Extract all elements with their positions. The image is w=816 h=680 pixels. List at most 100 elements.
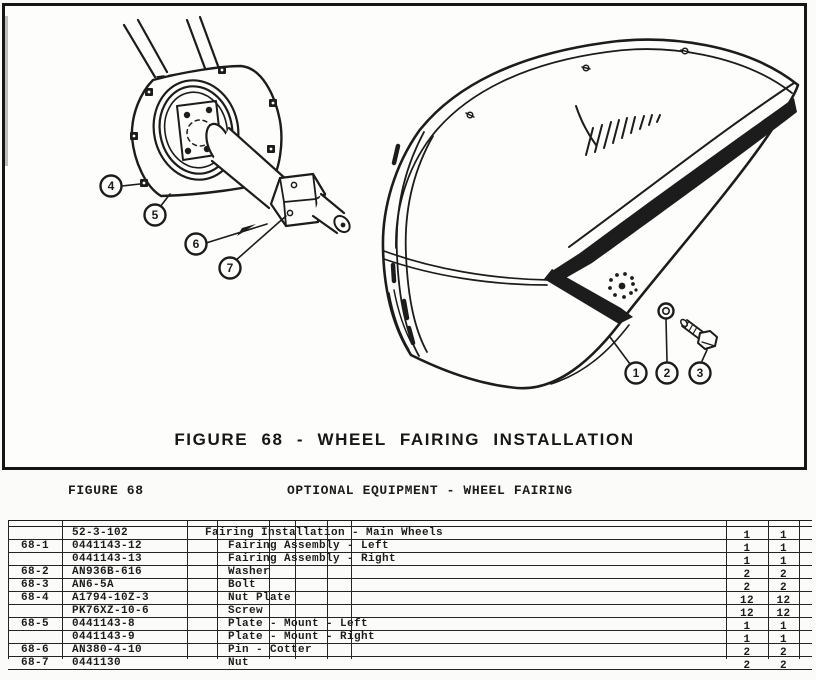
stripe-upper-band — [552, 98, 797, 279]
cell-qty-a: 1 — [743, 556, 751, 568]
cell-part-number: 0441143-9 — [72, 631, 136, 643]
table-rule-indent-4 — [327, 521, 328, 659]
cell-part-number: AN380-4-10 — [72, 644, 143, 656]
cell-qty-b: 12 — [776, 595, 791, 607]
hex-hole-side — [286, 209, 294, 217]
cell-qty-a: 2 — [743, 582, 751, 594]
cell-description: Nut — [228, 657, 250, 669]
cell-item: 68-5 — [20, 618, 49, 630]
axle-shaft — [210, 126, 289, 210]
screw-arrowhead — [237, 224, 256, 236]
cell-qty-b: 2 — [779, 582, 787, 594]
figure-reference: FIGURE 68 — [68, 483, 144, 498]
hex-hole-top — [290, 181, 298, 189]
cell-qty-b: 2 — [779, 647, 787, 659]
opening-ring-mid — [158, 85, 234, 175]
cell-qty-b: 1 — [779, 621, 787, 633]
svg-text:4: 4 — [108, 179, 115, 193]
table-row: 68-1 0441143-12 Fairing Assembly - Left … — [8, 540, 812, 555]
table-rule-item — [62, 521, 63, 659]
leader-5 — [159, 193, 171, 208]
callout-3: 3 — [688, 361, 712, 385]
callout-1: 1 — [624, 361, 648, 385]
table-row: PK76XZ-10-6 Screw 12 12 — [8, 605, 812, 620]
leader-7 — [234, 215, 287, 262]
table-row: 68-4 A1794-10Z-3 Nut Plate 12 12 — [8, 592, 812, 607]
table-row: 68-5 0441143-8 Plate - Mount - Left 1 1 — [8, 618, 812, 633]
opening-ring-outer — [152, 79, 240, 181]
svg-text:3: 3 — [697, 366, 704, 380]
cell-qty-a: 2 — [743, 647, 751, 659]
cell-item: 68-4 — [20, 592, 49, 604]
svg-text:6: 6 — [193, 237, 200, 251]
table-top-double-rule — [8, 525, 812, 527]
callout-4: 4 — [99, 174, 123, 198]
cell-description: Plate - Mount - Left — [228, 618, 369, 630]
cell-qty-b: 2 — [779, 569, 787, 581]
axle-stub — [311, 192, 346, 235]
cell-part-number: 0441130 — [72, 657, 122, 669]
rim-inner-line — [395, 48, 793, 249]
cell-description: Screw — [228, 605, 264, 617]
opening-ring-inner — [163, 91, 229, 169]
table-rule-indent-1 — [217, 521, 218, 659]
cell-qty-a: 1 — [743, 634, 751, 646]
cell-part-number: 0441143-12 — [72, 540, 143, 552]
cell-qty-a: 1 — [743, 530, 751, 542]
table-rule-qty-b — [768, 521, 769, 659]
table-rule-qty-a — [726, 521, 727, 659]
table-row: 68-7 0441130 Nut 2 2 — [8, 657, 812, 672]
leader-1 — [609, 336, 631, 365]
bolt — [679, 318, 718, 350]
callout-5: 5 — [143, 203, 167, 227]
table-row: 52-3-102 Fairing Installation - Main Whe… — [8, 527, 812, 542]
cell-item: 68-3 — [20, 579, 49, 591]
stub-hole — [340, 222, 346, 228]
bottom-inner-line — [550, 324, 630, 385]
cell-qty-a: 12 — [739, 595, 754, 607]
callout-2: 2 — [655, 361, 679, 385]
table-row: 68-3 AN6-5A Bolt 2 2 — [8, 579, 812, 594]
table-row: 68-2 AN936B-616 Washer 2 2 — [8, 566, 812, 581]
cell-item: 68-6 — [20, 644, 49, 656]
axle-assembly-drawing — [121, 15, 351, 262]
cell-description: Bolt — [228, 579, 257, 591]
cell-part-number: AN6-5A — [72, 579, 115, 591]
washer — [657, 302, 675, 320]
cell-qty-b: 1 — [779, 543, 787, 555]
fairing-outline — [381, 38, 800, 390]
cell-description: Nut Plate — [228, 592, 292, 604]
cell-part-number: 52-3-102 — [72, 527, 129, 539]
cell-item: 68-7 — [20, 657, 49, 669]
split-band — [383, 250, 550, 286]
leader-4 — [121, 183, 141, 187]
figure-box: 1 2 3 4 5 6 7 FIGURE 68 - WHEEL FAIRING … — [2, 3, 807, 470]
table-rule-left — [8, 521, 9, 659]
cell-qty-a: 1 — [743, 621, 751, 633]
svg-text:2: 2 — [664, 366, 671, 380]
cell-qty-a: 12 — [739, 608, 754, 620]
cell-qty-b: 1 — [779, 556, 787, 568]
cell-qty-a: 1 — [743, 543, 751, 555]
cell-qty-b: 2 — [779, 660, 787, 672]
cell-description: Pin - Cotter — [228, 644, 313, 656]
table-rule-indent-3 — [295, 521, 296, 659]
rivet-cluster — [608, 272, 638, 299]
cell-description: Plate - Mount - Right — [228, 631, 376, 643]
callout-balloons: 1 2 3 4 5 6 7 — [99, 174, 712, 385]
cell-qty-a: 2 — [743, 569, 751, 581]
callout-7: 7 — [218, 256, 242, 280]
stripe-lower-band — [544, 269, 633, 324]
fork-tubes — [122, 15, 220, 79]
cell-description: Washer — [228, 566, 271, 578]
figure-caption: FIGURE 68 - WHEEL FAIRING INSTALLATION — [174, 430, 635, 449]
cell-part-number: A1794-10Z-3 — [72, 592, 150, 604]
cell-item: 68-1 — [20, 540, 49, 552]
cell-description: Fairing Assembly - Right — [228, 553, 397, 565]
section-title: OPTIONAL EQUIPMENT - WHEEL FAIRING — [287, 483, 573, 498]
scan-artifact — [5, 16, 8, 166]
cell-qty-b: 1 — [779, 634, 787, 646]
table-row: 0441143-9 Plate - Mount - Right 1 1 — [8, 631, 812, 646]
cell-part-number: 0441143-13 — [72, 553, 143, 565]
